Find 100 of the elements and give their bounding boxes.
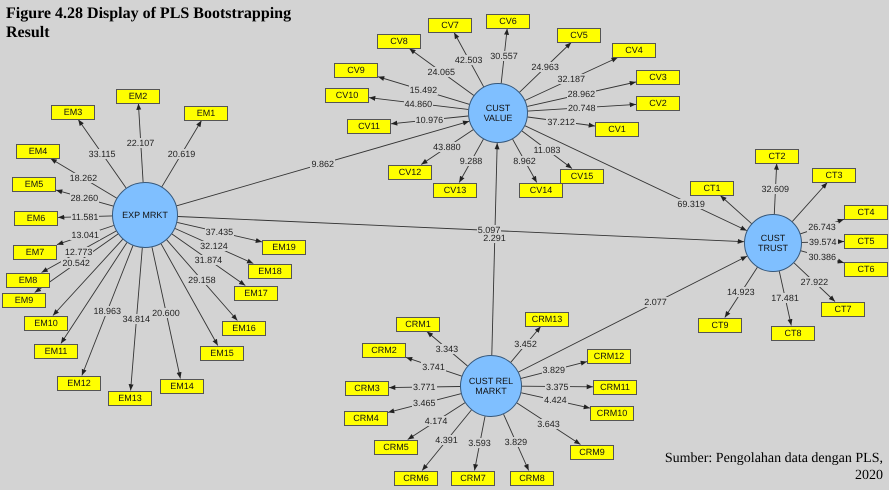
indicator-box: CRM13 (525, 312, 569, 326)
edge-label: 30.557 (489, 50, 519, 61)
arrow (178, 216, 744, 244)
edge-label: 2.291 (482, 233, 507, 244)
indicator-box: CV13 (433, 182, 477, 198)
edge-label: 32.187 (556, 74, 586, 84)
indicator-box: EM10 (24, 316, 68, 330)
edge-label: 31.874 (194, 254, 224, 265)
edge-label: 9.288 (458, 156, 484, 166)
indicator-box: CRM5 (374, 440, 418, 454)
indicator-box: CV6 (486, 14, 530, 28)
indicator-box: CV7 (428, 18, 472, 32)
edge-label: 26.743 (807, 222, 837, 232)
construct-circle: CUST REL MARKT (460, 355, 522, 417)
indicator-box: CV3 (636, 70, 680, 84)
indicator-box: CRM8 (510, 470, 554, 486)
edge-label: 3.741 (421, 362, 446, 372)
indicator-box: EM4 (16, 144, 60, 158)
edge-label: 42.503 (454, 54, 484, 65)
indicator-box: CV5 (557, 28, 601, 42)
edge-label: 4.424 (543, 395, 568, 406)
indicator-box: EM15 (200, 346, 244, 360)
indicator-box: CT5 (844, 234, 888, 248)
arrow (52, 238, 124, 316)
edge-label: 10.976 (414, 114, 444, 125)
indicator-box: CT3 (812, 168, 856, 182)
edge-label: 27.922 (800, 277, 830, 288)
edge-label: 3.829 (504, 437, 528, 448)
indicator-box: CRM9 (570, 444, 614, 460)
indicator-box: EM18 (248, 264, 292, 278)
indicator-box: CRM11 (593, 380, 637, 394)
edge-label: 3.343 (434, 344, 460, 354)
edge-label: 30.386 (807, 252, 837, 262)
indicator-box: CRM4 (344, 410, 388, 426)
edge-label: 24.963 (530, 62, 560, 72)
edge-label: 20.748 (566, 102, 596, 113)
edge-label: 18.262 (68, 173, 98, 184)
indicator-box: EM9 (2, 292, 46, 308)
indicator-box: CRM6 (394, 470, 438, 486)
arrow (720, 195, 752, 224)
edge-label: 11.083 (532, 144, 562, 155)
indicator-box: CV9 (334, 62, 378, 78)
indicator-box: EM16 (222, 320, 266, 336)
edge-label: 32.124 (199, 240, 229, 251)
construct-circle: EXP MRKT (112, 182, 178, 248)
indicator-box: EM12 (57, 376, 101, 390)
indicator-box: EM3 (51, 104, 95, 120)
indicator-box: EM6 (14, 210, 58, 226)
edge-label: 12.773 (64, 246, 94, 257)
indicator-box: CT8 (771, 326, 815, 340)
edge-label: 2.077 (643, 297, 668, 308)
edge-label: 20.542 (61, 258, 91, 268)
edge-label: 9.862 (310, 158, 335, 169)
edge-label: 69.319 (676, 199, 706, 210)
indicator-box: CRM7 (451, 470, 495, 486)
indicator-box: CRM12 (587, 348, 631, 364)
indicator-box: CV2 (636, 96, 680, 110)
edge-label: 3.452 (513, 339, 538, 350)
edge-label: 33.115 (88, 148, 117, 159)
arrow (176, 120, 470, 206)
edge-label: 20.619 (166, 148, 196, 159)
edge-label: 3.375 (544, 382, 570, 392)
arrow (166, 239, 238, 321)
indicator-box: EM1 (184, 106, 228, 120)
edge-label: 15.492 (408, 85, 438, 96)
source-caption: Sumber: Pengolahan data dengan PLS, 2020 (664, 450, 883, 484)
arrow (60, 242, 128, 344)
indicator-box: CT7 (821, 302, 865, 316)
indicator-box: CV15 (560, 168, 604, 184)
indicator-box: CRM10 (590, 406, 634, 420)
edge-label: 22.107 (126, 138, 156, 148)
construct-circle: CUST VALUE (468, 83, 528, 143)
indicator-box: CV10 (325, 88, 369, 102)
edge-label: 34.814 (121, 314, 151, 324)
indicator-box: CRM1 (396, 316, 440, 332)
indicator-box: EM17 (234, 286, 278, 300)
indicator-box: CT2 (755, 148, 799, 164)
indicator-box: CV1 (595, 122, 639, 136)
edge-label: 37.435 (204, 227, 234, 238)
edge-label: 37.212 (546, 116, 576, 127)
indicator-box: EM19 (262, 240, 306, 254)
indicator-box: EM11 (34, 344, 78, 358)
edge-label: 43.880 (432, 142, 462, 152)
edge-label: 28.962 (566, 89, 596, 100)
indicator-box: CV4 (612, 42, 656, 58)
indicator-box: CRM2 (362, 342, 406, 358)
arrow (160, 243, 218, 346)
construct-circle: CUST TRUST (744, 214, 802, 272)
edge-label: 24.065 (426, 66, 456, 77)
arrow (81, 245, 134, 376)
indicator-box: EM2 (116, 88, 160, 104)
edge-label: 17.481 (770, 293, 800, 304)
edge-label: 11.581 (70, 212, 100, 222)
indicator-box: CV8 (377, 34, 421, 48)
arrow (792, 182, 828, 222)
edge-label: 20.600 (151, 308, 181, 318)
edge-label: 39.574 (808, 236, 838, 247)
edge-label: 14.923 (726, 287, 756, 298)
indicator-box: CV14 (519, 182, 563, 198)
indicator-box: EM14 (160, 378, 204, 394)
